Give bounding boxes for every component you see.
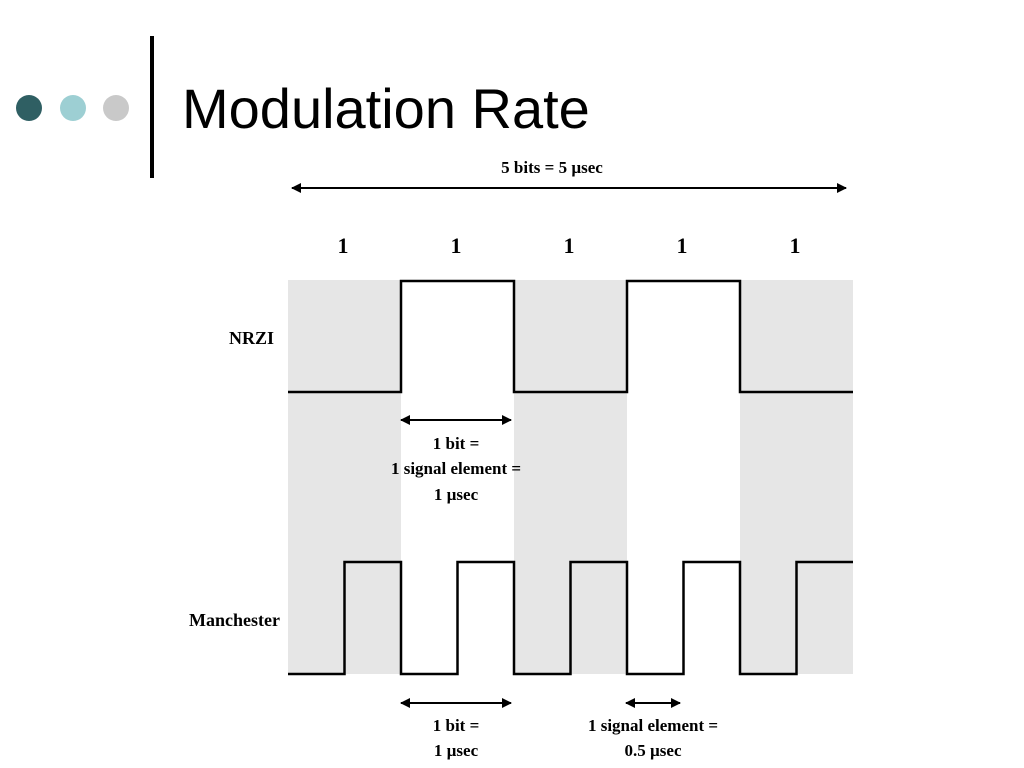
manchester-bit-annotation-line-1: 1 bit = <box>433 716 480 735</box>
title-divider <box>150 36 154 178</box>
manchester-element-annotation-line-2: 0.5 µsec <box>624 741 681 760</box>
manchester-bit-annotation-line-2: 1 µsec <box>434 741 479 760</box>
nrzi-annotation-line-1: 1 bit = <box>433 434 480 453</box>
manchester-element-annotation-line-1: 1 signal element = <box>588 716 718 735</box>
bit-label-1: 1 <box>338 233 349 258</box>
bit-label-3: 1 <box>564 233 575 258</box>
page-title: Modulation Rate <box>182 77 590 140</box>
bullet-dot-light <box>60 95 86 121</box>
nrzi-annotation-line-2: 1 signal element = <box>391 459 521 478</box>
bullet-dot-dark <box>16 95 42 121</box>
bit-label-2: 1 <box>451 233 462 258</box>
bit-label-4: 1 <box>677 233 688 258</box>
bullet-dot-gray <box>103 95 129 121</box>
nrzi-waveform <box>288 279 853 394</box>
manchester-waveform <box>288 560 853 676</box>
nrzi-label: NRZI <box>229 328 274 348</box>
nrzi-annotation-line-3: 1 µsec <box>434 485 479 504</box>
span-label: 5 bits = 5 µsec <box>501 158 603 177</box>
bit-label-5: 1 <box>790 233 801 258</box>
manchester-label: Manchester <box>189 610 280 630</box>
